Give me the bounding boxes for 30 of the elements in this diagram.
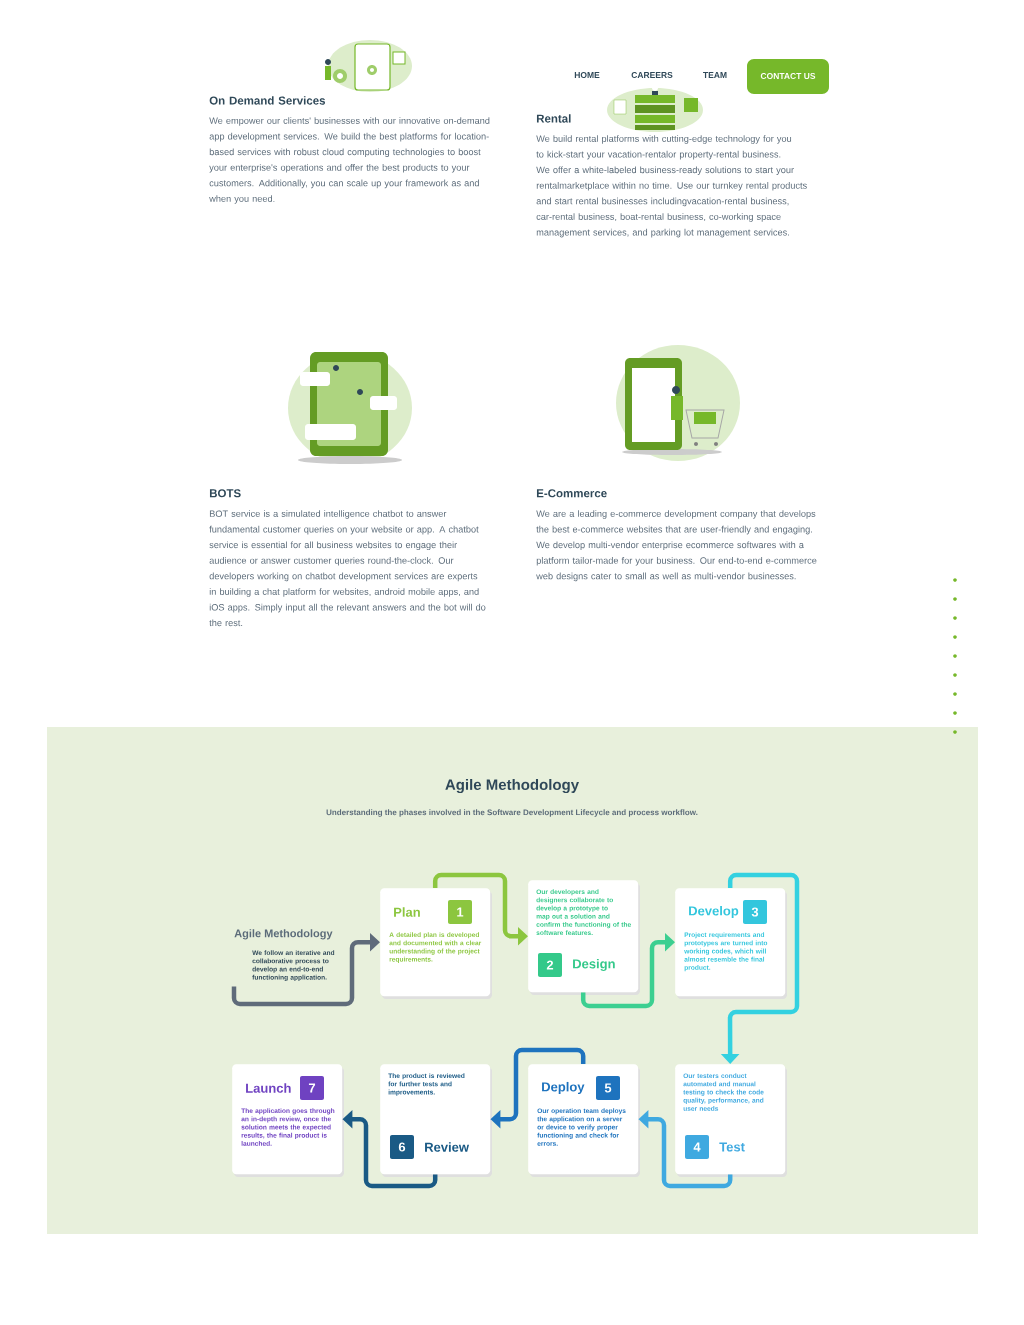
section-paragraph: We empower our clients' businesses with our innovative on-demand app development services. We build the best platforms for location-based services with robust cloud computing technologies to boost your enterprise's operations and offer the best products to your customers. Additionally, you can scale up your framework as and when you need. xyxy=(209,117,490,204)
number-badge: 4 xyxy=(685,1135,709,1159)
card-heading: Deploy xyxy=(542,1081,585,1095)
number-badge: 2 xyxy=(538,953,562,977)
number-badge: 7 xyxy=(300,1076,324,1100)
card-heading: Review xyxy=(425,1142,469,1152)
section-paragraph: BOT service is a simulated intelligence chatbot to answer fundamental customer queries on your website or app. A chatbot service is essential for all business websites to engage their audience or answer customer queries round-the-clock. Our developers working on chatbot development services are experts in building a chat platform for websites, android mobile apps, and iOS apps. Simply input all the relevant answers and the bot will do the rest. xyxy=(209,510,486,627)
section-heading: BOTS xyxy=(209,489,241,498)
number-badge: 3 xyxy=(743,900,767,924)
nav-link: HOME xyxy=(574,72,600,78)
contact-button: CONTACT US xyxy=(747,59,829,94)
intro-heading: Agile Methodology xyxy=(234,929,333,940)
flow-arrow xyxy=(580,932,675,1009)
number-badge: 5 xyxy=(596,1076,620,1100)
nav-link: TEAM xyxy=(703,72,727,78)
number-badge: 6 xyxy=(390,1135,414,1159)
section-heading: On Demand Services xyxy=(209,96,326,105)
nav-link: CAREERS xyxy=(631,72,673,78)
card-heading: Test xyxy=(719,1142,745,1152)
number-badge: 1 xyxy=(448,900,472,924)
section-paragraph: We build rental platforms with cutting-edge technology for you to kick-start your vacation-rentalor property-rental business. We offer a white-labeled business-ready solutions to start your rentalmarketplace within no time. Use our turnkey rental products and start rental businesses includingvacation-rental business, car-rental business, boat-rental business, co-working space management services, and parking lot management services. xyxy=(536,135,807,238)
section-paragraph: We are a leading e-commerce development company that develops the best e-commerce websites that are user-friendly and engaging. We develop multi-vendor enterprise ecommerce softwares with a platform tailor-made for your business. Our end-to-end e-commerce web designs cater to small as well as multi-vendor businesses. xyxy=(536,510,817,582)
card-heading: Plan xyxy=(394,907,420,917)
card-heading: Develop xyxy=(689,905,739,919)
section-heading: Rental xyxy=(536,114,571,123)
section-title: Agile Methodology xyxy=(445,779,579,794)
card-heading: Launch xyxy=(246,1083,291,1093)
card-heading: Design xyxy=(573,958,615,972)
section-subtitle: Understanding the phases involved in the Software Development Lifecycle and process workflow. xyxy=(326,809,698,817)
section-heading: E-Commerce xyxy=(536,489,607,498)
